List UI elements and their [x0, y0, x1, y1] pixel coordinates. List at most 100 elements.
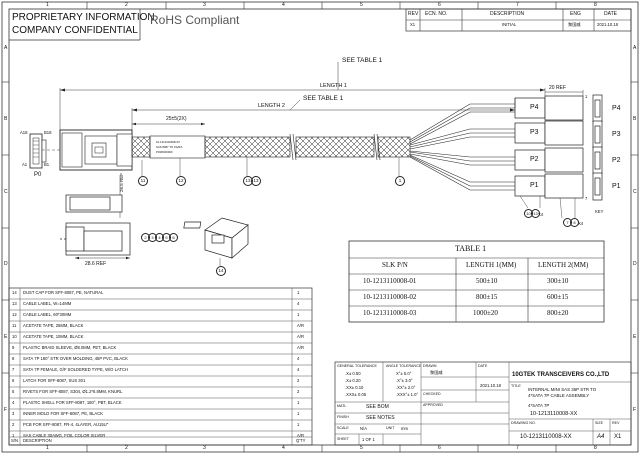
pin-b18-label: B18 [44, 130, 52, 135]
drawing-no-label: DRAWING NO. [511, 421, 536, 425]
bom-qty: 4 [297, 367, 300, 372]
balloon-1: 1 [395, 176, 405, 186]
bom-sn: 1 [12, 433, 15, 438]
table1-cell: 10-1213110008-02 [363, 293, 417, 301]
table1-cell: 800±20 [547, 309, 569, 317]
table1-cell: 1000±20 [473, 309, 498, 317]
table1-cell: 10-1213110008-03 [363, 309, 417, 317]
length2-label: LENGTH 2 [258, 103, 285, 109]
finish-label: FINISH [337, 415, 349, 419]
table1-cell: 600±15 [547, 293, 569, 301]
bom-description: CABLE LABEL, 60*30MM [23, 312, 72, 317]
bom-footer-sn: S/N [11, 438, 18, 443]
balloon-11: 11 [138, 176, 148, 186]
unit-label: UNIT [386, 426, 395, 430]
col-marker: 8 [594, 445, 597, 451]
table1-cell: 800±15 [476, 293, 498, 301]
bom-sn: 4 [12, 400, 15, 405]
tol-linear: .X± 0.20 [345, 378, 361, 383]
title-line-3: 4*SATA 7P [528, 403, 550, 408]
row-marker: A [633, 45, 637, 51]
col-marker: 7 [516, 2, 519, 8]
date-header: DATE [604, 11, 617, 17]
row-marker: C [4, 189, 8, 195]
bom-sn: 9 [12, 345, 15, 350]
tol-linear: .XXX± 0.05 [345, 392, 367, 397]
label-line-1: 10-1213110008-XX [156, 140, 181, 144]
bom-description: DUST CAP FOR SFF-8087, PE, NATURAL [23, 290, 104, 295]
bom-description: CABLE LABEL, W=14MM [23, 301, 72, 306]
col-marker: 1 [46, 445, 49, 451]
bom-qty: A/R [297, 323, 304, 328]
angle-tolerance-label: ANGLE TOLERANCE [386, 364, 422, 368]
port-p3-label: P3 [612, 131, 621, 138]
bom-sn: 2 [12, 422, 15, 427]
col-marker: 2 [125, 445, 128, 451]
rohs-label: RoHS Compliant [150, 13, 240, 27]
bom-qty: 1 [297, 290, 300, 295]
row-marker: D [633, 261, 637, 267]
general-tolerance-label: GENERAL TOLERANCE [337, 364, 377, 368]
balloon-13-right: 13 [531, 209, 540, 218]
key-label: KEY [595, 209, 604, 214]
col-marker: 3 [203, 2, 206, 8]
port-p1-body: P1 [530, 182, 539, 189]
row-marker: F [4, 407, 8, 413]
tol-linear: .XX± 0.10 [345, 385, 364, 390]
pin-a1-label: A1 [22, 162, 28, 167]
row-marker: E [4, 334, 8, 340]
qty-x4-right: X4 [578, 221, 584, 226]
col-marker: 2 [125, 2, 128, 8]
matl-label: MATL [337, 404, 347, 408]
dim-28-6-label: 28.6 REF [85, 261, 107, 267]
rev-value: X1 [614, 434, 622, 440]
pin-1-label: 1 [585, 94, 588, 99]
balloon-6: 6 [169, 233, 178, 242]
tol-angle: .X°± 3.0° [396, 378, 413, 383]
approved-label: APPROVED [423, 403, 443, 407]
bom-qty: A/R [297, 345, 304, 350]
sheet-value: 1 OF 1 [362, 437, 375, 442]
col-marker: 7 [516, 445, 519, 451]
row-marker: D [4, 261, 8, 267]
bom-qty: 2 [297, 389, 300, 394]
eng-header: ENG [570, 11, 581, 17]
drawn-label: DRAWN [423, 364, 437, 368]
bom-sn: 3 [12, 411, 15, 416]
bom-description: ACETATE TAPE, 25MM, BLACK [23, 323, 84, 328]
bom-description: SATA 7P 180° STR OVER MOLDING, 45P PVC, … [23, 356, 128, 361]
date-value: 2021.10.18 [597, 22, 618, 27]
bom-qty: 4 [297, 301, 300, 306]
pin-b1-label: B1 [44, 162, 50, 167]
drawn-by-value: 黎国威 [430, 370, 443, 375]
port-p4-label: P4 [612, 105, 621, 112]
bom-description: SATA 7P FEMALE, G/F SOLDERED TYPE, W/O L… [23, 367, 129, 372]
bom-sn: 6 [12, 378, 15, 383]
bom-sn: 11 [12, 323, 17, 328]
label-line-2: SAS 8087 TO 4SATA [156, 145, 183, 149]
table1-header-len1: LENGTH 1(MM) [466, 261, 517, 269]
dim-25-label: 25±5(2X) [166, 116, 187, 122]
port-p2-body: P2 [530, 156, 539, 163]
pin-7-label: 7 [585, 196, 588, 201]
ecn-header: ECN. NO. [425, 11, 448, 17]
balloon-12: 12 [176, 176, 186, 186]
tol-linear: .X± 0.50 [345, 371, 361, 376]
bom-description: PLASTIC BRAID SLEEVE, Ø8.0MM, PET, BLACK [23, 345, 117, 350]
col-marker: 3 [203, 445, 206, 451]
tol-angle: .XX°± 2.0° [396, 385, 416, 390]
bom-qty: 4 [297, 356, 300, 361]
bom-sn: 7 [12, 367, 15, 372]
date-value: 2021.10.18 [480, 383, 501, 388]
bom-sn: 12 [12, 312, 17, 317]
title-label: TITLE [511, 384, 521, 388]
size-value: A4 [597, 434, 605, 440]
table1-cell: 10-1213110008-01 [363, 277, 417, 285]
table1-title: TABLE 1 [455, 244, 487, 253]
rev-value: X1 [410, 22, 416, 27]
company-confidential-label: COMPANY CONFIDENTIAL [12, 25, 138, 36]
bom-description: PLASTIC SHELL FOR SFF-8087, 180°, PBT, B… [23, 400, 122, 405]
row-marker: E [633, 334, 637, 340]
col-marker: 6 [438, 2, 441, 8]
balloon-8: 8 [570, 218, 579, 227]
